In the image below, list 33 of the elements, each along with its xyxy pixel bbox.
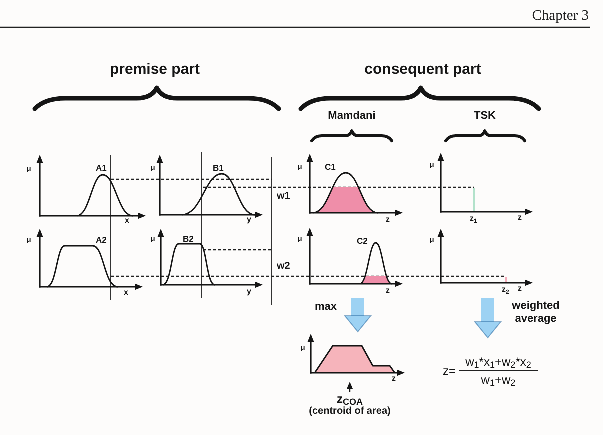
curve-label: B2 xyxy=(183,235,194,244)
centroid-symbol: z$_{COA}$ xyxy=(337,393,363,405)
weight-label: w2 xyxy=(277,262,290,272)
block-arrow xyxy=(474,298,502,338)
tick-label: z$_{1}$ xyxy=(470,215,478,223)
leader-arrow xyxy=(347,382,353,392)
section-heading: consequent part xyxy=(364,62,482,77)
curve-label: C1 xyxy=(325,163,336,172)
tick-label: z$_{2}$ xyxy=(502,286,510,294)
axis-label: z xyxy=(518,285,522,293)
weight-label: w1 xyxy=(277,192,290,202)
formula-text: z= xyxy=(443,365,456,377)
axis-label: z xyxy=(518,214,522,222)
curve-label: A1 xyxy=(96,164,107,172)
axis-label: z xyxy=(392,375,396,383)
method-heading: TSK xyxy=(474,111,496,122)
curve-label: A2 xyxy=(96,236,107,244)
numerator: w$_{1}$*x$_{1}$+w$_{2}$*x$_{2}$ xyxy=(466,356,532,368)
axis-label: y xyxy=(247,288,252,296)
axis-label: x xyxy=(124,289,128,297)
curve-label: C2 xyxy=(357,237,368,246)
centroid-caption: (centroid of area) xyxy=(309,407,391,417)
section-heading: premise part xyxy=(110,62,200,77)
axis-label: x xyxy=(125,217,130,225)
edge-label: max xyxy=(314,302,338,313)
method-heading: Mamdani xyxy=(328,111,376,122)
curve-label: B1 xyxy=(213,164,224,172)
page-header: Chapter 3 xyxy=(532,9,589,24)
block-arrow xyxy=(344,298,372,332)
axis-label: z xyxy=(386,287,390,295)
axis-label: y xyxy=(247,216,252,224)
denominator: w$_{1}$+w$_{2}$ xyxy=(481,374,516,386)
axis-label: z xyxy=(386,216,390,224)
